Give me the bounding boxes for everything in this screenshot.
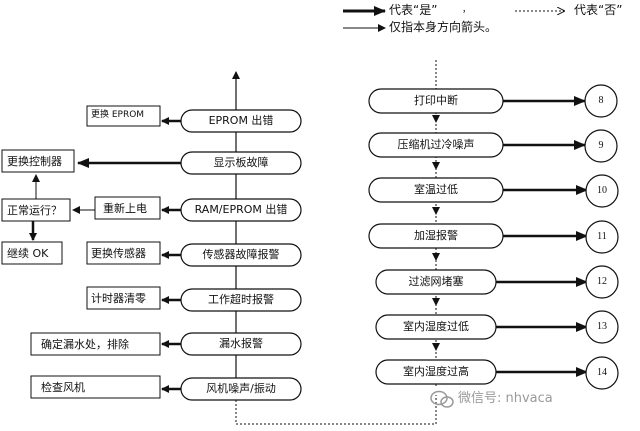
- pill-filter-clogged-text: 过滤网堵塞: [408, 275, 464, 288]
- box-replace-eprom-text: 更换 EPROM: [91, 110, 145, 120]
- box-replace-eprom: [86, 105, 161, 127]
- pill-sensor-fault-alarm-text: 传感器故障报警: [202, 248, 280, 261]
- box-replace-sensor: [86, 241, 161, 265]
- far-left-boxes: [1, 149, 75, 265]
- pill-water-leak-alarm-text: 漏水报警: [219, 337, 263, 350]
- box-reset-timer: [86, 286, 161, 310]
- legend-no-label: 代表“否”: [574, 3, 623, 17]
- pill-ram-eprom-error-text: RAM/EPROM 出错: [194, 203, 288, 216]
- circle-10: [585, 174, 619, 208]
- circle-13-label: 13: [597, 321, 607, 332]
- pill-indoor-humidity-high-text: 室内湿度过高: [403, 365, 469, 378]
- left-action-boxes: [30, 105, 161, 399]
- circle-10-label: 10: [597, 185, 607, 196]
- circle-14-label: 14: [597, 367, 607, 378]
- pill-fan-noise-vibration-text: 风机噪声/振动: [206, 382, 276, 395]
- pill-humidify-alarm-text: 加湿报警: [414, 229, 458, 242]
- box-locate-leak: [30, 332, 161, 356]
- circle-11: [585, 220, 619, 254]
- box-continue-ok: [1, 241, 63, 265]
- legend-comma: ，: [462, 5, 472, 15]
- pill-display-board-fault-text: 显示板故障: [213, 156, 269, 169]
- box-replace-controller-text: 更换控制器: [7, 155, 62, 168]
- watermark-text: 微信号: nhvaca: [458, 391, 553, 406]
- box-replace-controller: [1, 149, 75, 173]
- box-replace-sensor-text: 更换传感器: [91, 247, 146, 260]
- circle-8-label: 8: [598, 95, 604, 106]
- box-normal-running-text: 正常运行？: [7, 204, 62, 217]
- right-pills: [368, 88, 504, 385]
- circle-12-label: 12: [597, 276, 607, 287]
- box-repower: [94, 196, 161, 220]
- box-repower-text: 重新上电: [103, 202, 147, 215]
- legend-direction-label: 仅指本身方向箭头。: [389, 20, 498, 34]
- right-spine-arrows: [432, 115, 440, 351]
- pill-compressor-noise-text: 压缩机过冷噪声: [397, 138, 475, 151]
- box-locate-leak-text: 确定漏水处，排除: [41, 338, 129, 351]
- circle-9: [584, 129, 618, 163]
- pill-eprom-error-text: EPROM 出错: [208, 114, 274, 127]
- box-check-fan-text: 检查风机: [41, 381, 85, 394]
- box-check-fan: [30, 375, 161, 399]
- pill-print-interrupt-text: 打印中断: [414, 94, 458, 107]
- left-pills: [180, 109, 302, 401]
- legend-yes-label: 代表“是”: [389, 3, 438, 17]
- circle-8: [584, 84, 618, 118]
- circle-9-label: 9: [598, 140, 604, 151]
- circle-12: [585, 265, 619, 299]
- circle-11-label: 11: [597, 231, 607, 242]
- box-reset-timer-text: 计时器清零: [91, 292, 146, 305]
- pill-indoor-humidity-low-text: 室内湿度过低: [403, 320, 469, 333]
- wechat-icon: [430, 390, 454, 408]
- circle-13: [585, 310, 619, 344]
- connector-circles: [584, 84, 619, 390]
- pill-room-temp-low-text: 室温过低: [414, 183, 458, 196]
- circle-14: [585, 356, 619, 390]
- pill-work-timeout-alarm-text: 工作超时报警: [208, 293, 274, 306]
- box-continue-ok-text: 继续 OK: [7, 247, 49, 260]
